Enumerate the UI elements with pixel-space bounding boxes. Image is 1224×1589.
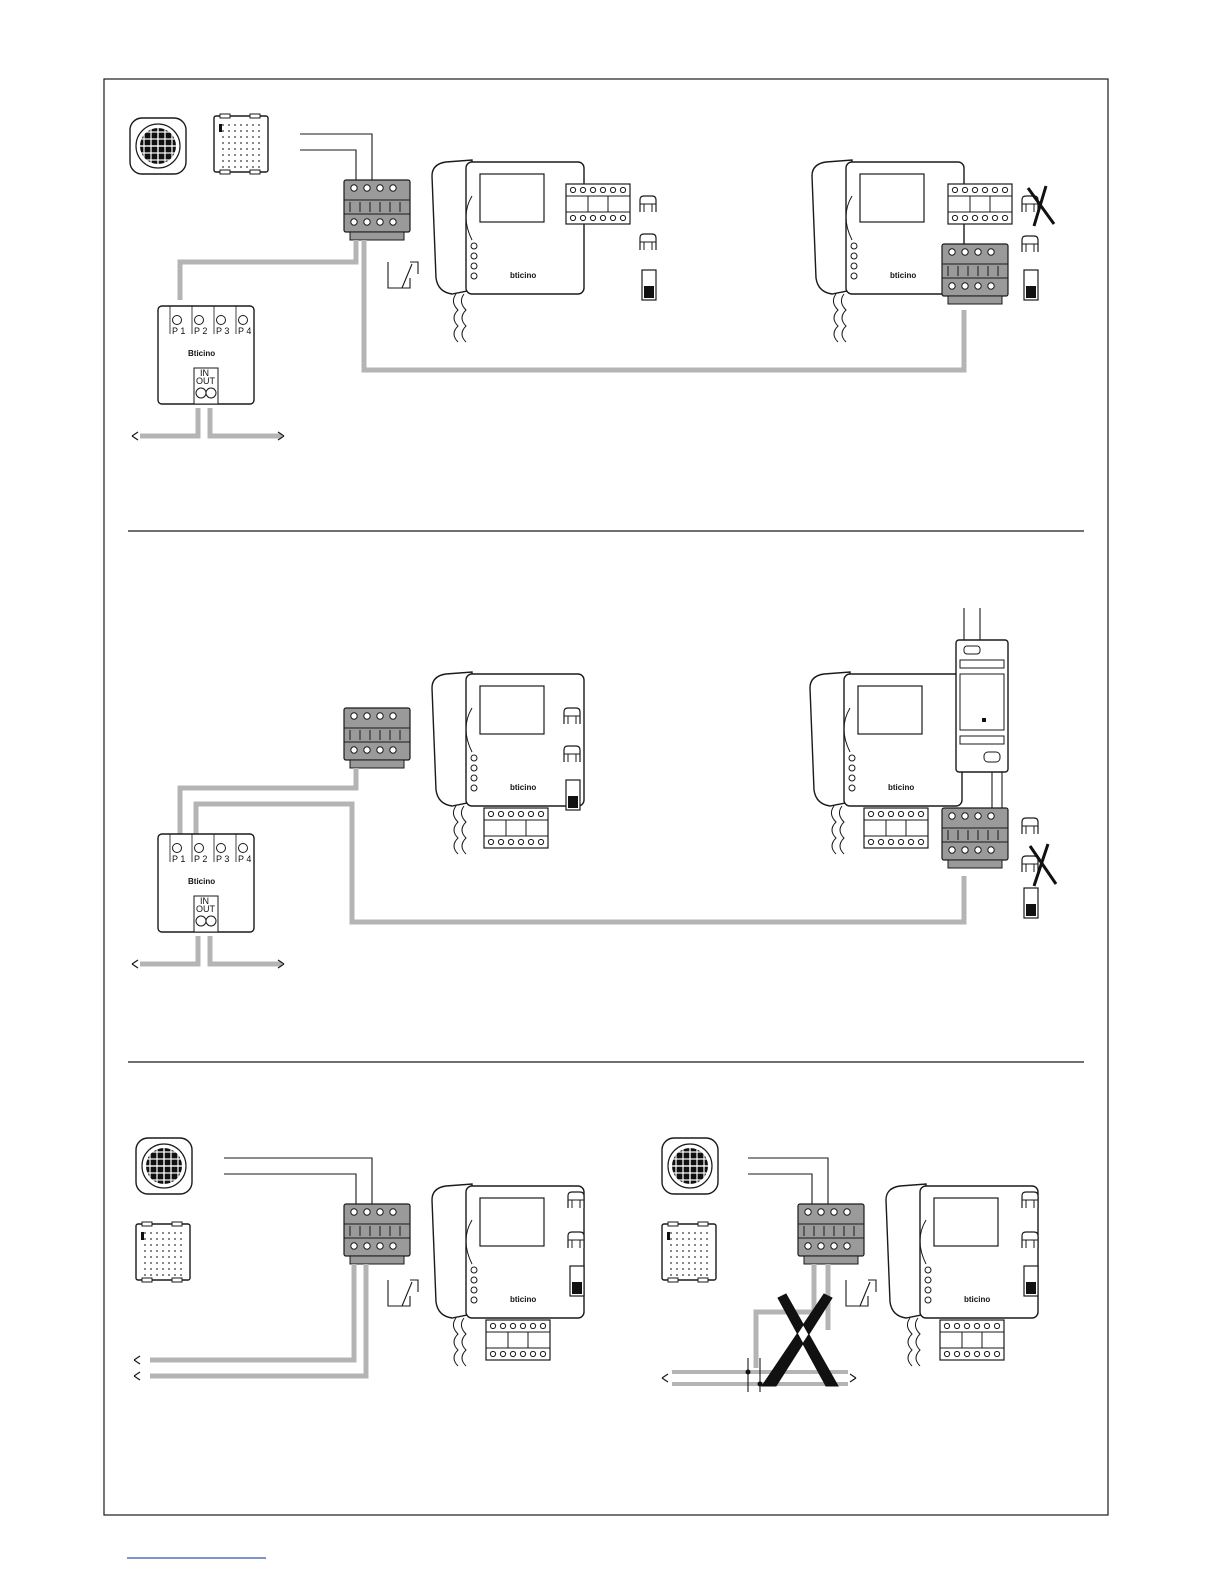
jumper-icon (564, 708, 580, 724)
microphone-icon (136, 1222, 190, 1282)
jumper-icon (1022, 236, 1038, 252)
supply-wire (992, 772, 1002, 808)
wire-end-icon (134, 1356, 140, 1364)
terminal-strip-icon (486, 1320, 550, 1360)
hub-port-label: P 2 (194, 854, 207, 864)
signal-wire (224, 1158, 372, 1206)
hub-port-label: P 2 (194, 326, 207, 336)
monitor-brand: bticino (890, 271, 916, 280)
jumper-icon (640, 196, 656, 212)
trunk-cable (140, 408, 282, 436)
terminal-block-icon (344, 180, 410, 240)
power-supply-icon (956, 608, 1008, 772)
door-lock-icon (846, 1280, 876, 1306)
terminal-strip-icon (948, 184, 1012, 224)
terminal-strip-icon (484, 808, 548, 848)
dip-switch-icon (566, 780, 580, 810)
monitor-icon: bticino (432, 160, 584, 342)
panel-top: P 1 P 2 P 3 P 4 Bticino IN OUT bticino (130, 114, 1054, 440)
microphone-icon (214, 114, 268, 174)
signal-wire (300, 134, 372, 182)
monitor-brand: bticino (510, 271, 536, 280)
monitor-brand: bticino (964, 1295, 990, 1304)
trunk-cable (140, 936, 282, 964)
terminal-strip-icon (940, 1320, 1004, 1360)
wire-end-icon (132, 432, 138, 440)
monitor-brand: bticino (510, 1295, 536, 1304)
hub-out-label: OUT (196, 904, 216, 914)
door-lock-icon (388, 262, 418, 288)
monitor-icon: bticino (812, 160, 964, 342)
hub-port-label: P 1 (172, 854, 185, 864)
terminal-block-icon (798, 1204, 864, 1264)
monitor-brand: bticino (510, 783, 536, 792)
terminal-block-icon (344, 708, 410, 768)
jumper-icon (1022, 856, 1038, 872)
jumper-icon (568, 1192, 584, 1208)
bus-cable (196, 804, 964, 922)
jumper-icon (568, 1232, 584, 1248)
terminal-block-icon (344, 1204, 410, 1264)
jumper-icon (1022, 818, 1038, 834)
wire-end-icon (132, 960, 138, 968)
hub-device: P 1 P 2 P 3 P 4 Bticino IN OUT (158, 306, 254, 404)
dip-switch-icon (1024, 1266, 1038, 1296)
wire-end-icon (134, 1372, 140, 1380)
hub-port-label: P 3 (216, 854, 229, 864)
bus-cable (180, 240, 356, 300)
hub-brand: Bticino (188, 877, 215, 886)
speaker-icon (662, 1138, 718, 1194)
hub-port-label: P 4 (238, 854, 251, 864)
hub-out-label: OUT (196, 376, 216, 386)
wire-end-icon (850, 1374, 856, 1382)
signal-wire (748, 1158, 828, 1206)
speaker-icon (136, 1138, 192, 1194)
junction-dot (746, 1370, 751, 1375)
terminal-block-icon (942, 244, 1008, 304)
jumper-icon (640, 234, 656, 250)
jumper-icon (1022, 1232, 1038, 1248)
dip-switch-icon (642, 270, 656, 300)
hub-port-label: P 1 (172, 326, 185, 336)
hub-port-label: P 4 (238, 326, 251, 336)
terminal-block-icon (942, 808, 1008, 868)
microphone-icon (662, 1222, 716, 1282)
monitor-brand: bticino (888, 783, 914, 792)
dip-switch-icon (1024, 270, 1038, 300)
hub-device: P 1 P 2 P 3 P 4 Bticino IN OUT (158, 834, 254, 932)
wire-end-icon (662, 1374, 668, 1382)
dip-switch-icon (1024, 888, 1038, 918)
hub-brand: Bticino (188, 349, 215, 358)
panel-bottom-correct: bticino (134, 1138, 584, 1380)
terminal-strip-icon (864, 808, 928, 848)
terminal-strip-icon (566, 184, 630, 224)
jumper-icon (564, 746, 580, 762)
jumper-icon (1022, 1192, 1038, 1208)
panel-middle: P 1 P 2 P 3 P 4 Bticino IN OUT bticino (132, 608, 1056, 968)
panel-bottom-incorrect: bticino (662, 1138, 1038, 1392)
speaker-icon (130, 118, 186, 174)
hub-port-label: P 3 (216, 326, 229, 336)
door-lock-icon (388, 1280, 418, 1306)
dip-switch-icon (570, 1266, 584, 1296)
